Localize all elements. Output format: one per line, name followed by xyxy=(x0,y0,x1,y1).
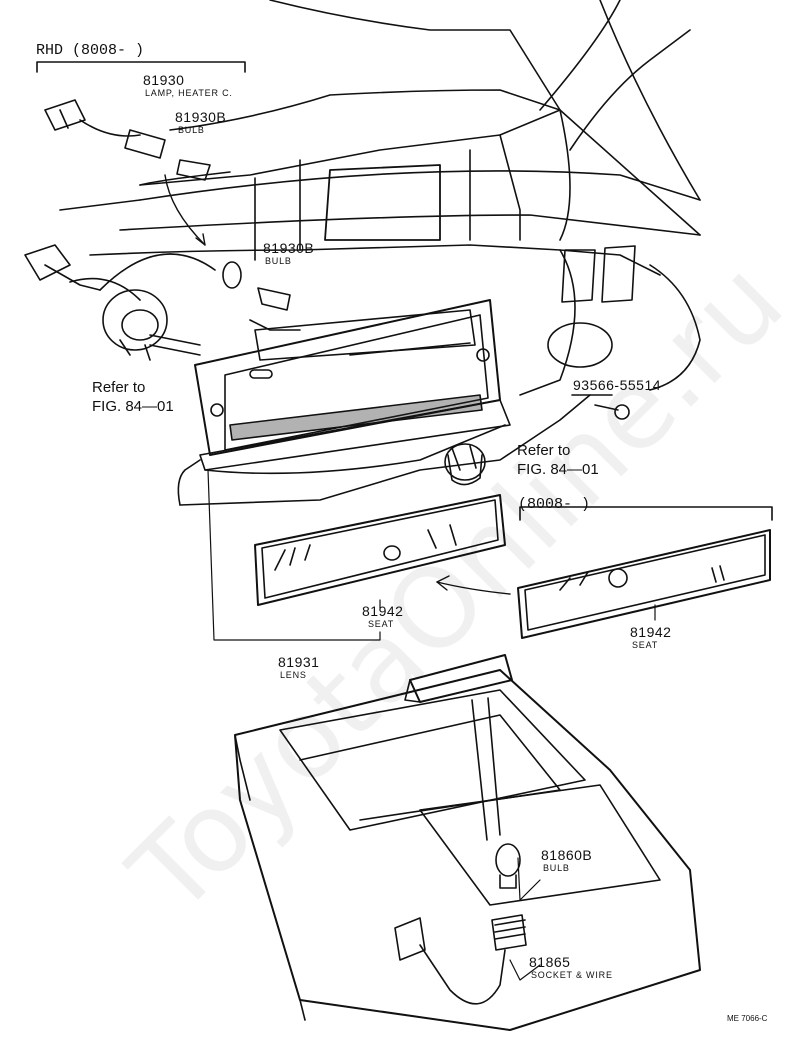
ref-note-2-fig: FIG. 84—01 xyxy=(517,461,599,478)
part-81942-a-desc: SEAT xyxy=(368,619,395,629)
part-81930B-a: 81930B xyxy=(175,109,227,125)
lens-seat-left xyxy=(254,494,506,606)
part-81930B-b-desc: BULB xyxy=(265,256,292,266)
lamp-arrow xyxy=(164,174,206,246)
switch-assembly xyxy=(24,244,291,361)
ref-note-1: Refer to xyxy=(92,379,146,396)
part-81930-desc: LAMP, HEATER C. xyxy=(145,88,233,98)
rhd-header: RHD (8008- ) xyxy=(36,42,145,59)
variant-header: (8008- ) xyxy=(518,496,591,513)
part-81860B: 81860B xyxy=(541,847,593,863)
part-81931: 81931 xyxy=(278,654,320,670)
part-81930: 81930 xyxy=(143,72,185,88)
rotary-knob xyxy=(444,443,486,486)
heater-control-panel xyxy=(194,299,511,475)
part-81860B-desc: BULB xyxy=(543,863,570,873)
part-81865: 81865 xyxy=(529,954,571,970)
part-81930B-a-desc: BULB xyxy=(178,125,205,135)
ref-note-2: Refer to xyxy=(517,442,571,459)
part-81865-desc: SOCKET & WIRE xyxy=(531,970,613,980)
part-81942-a: 81942 xyxy=(362,603,404,619)
part-81931-desc: LENS xyxy=(280,670,307,680)
dashboard-outline xyxy=(59,0,701,506)
lamp-assembly-rhd xyxy=(44,99,211,181)
part-81942-b-desc: SEAT xyxy=(632,640,659,650)
ref-note-1-fig: FIG. 84—01 xyxy=(92,398,174,415)
variant-bracket xyxy=(519,506,773,521)
figure-code: ME 7066-C xyxy=(727,1014,768,1023)
part-81930B-b: 81930B xyxy=(263,240,315,256)
console-shifter xyxy=(234,654,701,1031)
lens-seat-right xyxy=(517,529,771,639)
screw xyxy=(571,394,630,420)
part-81942-b: 81942 xyxy=(630,624,672,640)
rhd-bracket xyxy=(36,61,246,73)
part-93566-55514: 93566-55514 xyxy=(573,377,662,393)
lens-arrow xyxy=(436,581,511,595)
